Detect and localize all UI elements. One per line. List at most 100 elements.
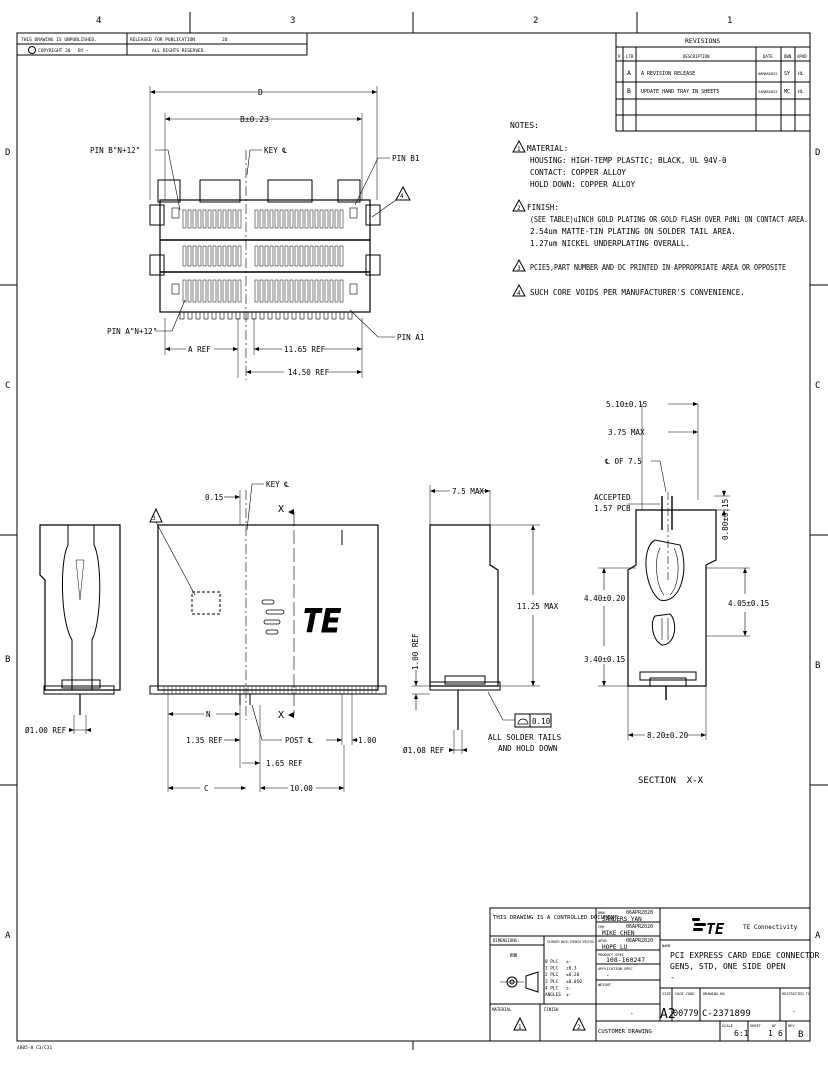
contact-pad	[222, 279, 227, 303]
contact-pad	[329, 209, 334, 229]
restricted-label: RESTRICTED TO	[782, 992, 810, 996]
tol-row-value: ±0.3	[566, 966, 577, 972]
tail	[211, 311, 217, 320]
rev-b-ltr: B	[627, 87, 631, 95]
pin-b1-label: PIN B1	[392, 154, 420, 163]
contact-pad	[274, 209, 279, 229]
zone-label-3: 3	[290, 16, 295, 26]
contact-pad	[294, 245, 299, 267]
contact-pad	[182, 209, 187, 229]
customer-drawing: CUSTOMER DRAWING	[598, 1029, 653, 1035]
of-value: 6	[778, 1029, 783, 1038]
restricted-value: -	[792, 1008, 796, 1015]
name-label: NAME	[662, 944, 671, 948]
contact-pad	[339, 279, 344, 303]
tail	[179, 685, 185, 695]
print-area-box	[191, 591, 221, 615]
note-1-line-2: CONTACT: COPPER ALLOY	[530, 168, 626, 177]
top-view-note-flag: 4	[400, 193, 404, 200]
rights-text: ALL RIGHTS RESERVED.	[152, 48, 206, 54]
contact-pad	[264, 279, 269, 303]
note-1: 1 MATERIAL: HOUSING: HIGH-TEMP PLASTIC; …	[512, 139, 727, 189]
contact-pad	[212, 245, 217, 267]
tail	[219, 311, 225, 320]
rev-a-ltr: A	[627, 69, 631, 77]
pin-bn-label: PIN B"N+12"	[90, 146, 140, 155]
contact-pad	[299, 279, 304, 303]
chk-date: 06APR2020	[626, 924, 653, 930]
contact-pad	[259, 245, 264, 267]
front-view-note-flag: 3	[152, 515, 156, 522]
zone-side-b-right: B	[815, 661, 820, 671]
dim-14-50: 14.50 REF	[288, 368, 330, 377]
tail	[275, 311, 281, 320]
accepted-label: ACCEPTED	[594, 493, 631, 502]
rev-col-dwn: DWN	[784, 54, 792, 59]
controlled-text: THIS DRAWING IS A CONTROLLED DOCUMENT.	[493, 915, 621, 921]
tol-row-value: ±-	[566, 993, 571, 998]
apvd-label: APVD	[598, 939, 607, 943]
note-flag-1-icon	[512, 139, 526, 153]
tol-row-label: 4 PLC	[545, 985, 559, 991]
tail	[307, 685, 313, 695]
contact-pad	[274, 245, 279, 267]
weight: -	[630, 1010, 634, 1017]
contact-pad	[339, 245, 344, 267]
tail	[195, 685, 201, 695]
finish-flag-icon	[572, 1016, 586, 1031]
footer-code: 4805-8 C3/C31	[17, 1045, 53, 1051]
contact-pad	[202, 209, 207, 229]
tol-row-label: 3 PLC	[545, 979, 559, 985]
title-block	[489, 907, 811, 1042]
tail	[195, 311, 201, 320]
contact-pad	[202, 279, 207, 303]
contact-pad	[264, 209, 269, 229]
contact-pad	[319, 279, 324, 303]
tail	[267, 311, 273, 320]
contact-pad	[192, 209, 197, 229]
side-view	[412, 485, 552, 754]
contact-pad	[324, 245, 329, 267]
tail	[355, 685, 361, 695]
contact-pad	[232, 245, 237, 267]
notes-title: NOTES:	[510, 121, 539, 130]
dim-n: N	[206, 710, 211, 719]
contact-pad	[309, 209, 314, 229]
size-value: A2	[660, 1007, 676, 1022]
released-text: RELEASED FOR PUBLICATION	[130, 37, 195, 43]
finish-flag: 2	[577, 1024, 581, 1031]
dim-4-05: 4.05±0.15	[728, 599, 769, 608]
dim-1-65: 1.65 REF	[266, 759, 303, 768]
contact-pad	[324, 279, 329, 303]
tail	[187, 685, 193, 695]
dim-1-00-ref: 1.00 REF	[411, 633, 420, 670]
contact-pad	[294, 279, 299, 303]
zone-side-d-left: D	[5, 148, 10, 158]
product-spec-label: PRODUCT SPEC	[598, 953, 624, 957]
tail	[291, 311, 297, 320]
contact-pad	[269, 209, 274, 229]
tail	[163, 685, 169, 695]
contact-pad	[299, 245, 304, 267]
note-4-line-0: SUCH CORE VOIDS PER MANUFACTURER'S CONVE…	[530, 288, 745, 297]
zone-label-2: 2	[533, 16, 538, 26]
drw-name: SANDERS YAN	[602, 916, 642, 923]
tail	[203, 685, 209, 695]
contact-pad	[269, 279, 274, 303]
contact-pad	[314, 245, 319, 267]
dim-d: D	[258, 88, 263, 97]
contact-pad	[254, 209, 259, 229]
contact-pad	[329, 279, 334, 303]
unit-text: mm	[510, 952, 518, 959]
app-spec-label: APPLICATION SPEC	[598, 967, 633, 971]
tail	[171, 685, 177, 695]
contact-pad	[279, 209, 284, 229]
section-view	[598, 402, 750, 740]
left-view-dia: Ø1.00 REF	[25, 726, 67, 735]
rev-col-apvd: APVD	[797, 54, 807, 59]
rev-b-desc: UPDATE HAND TRAY IN SHEET5	[641, 89, 719, 95]
tol-row-label: ANGLES	[545, 992, 561, 998]
tail	[259, 685, 265, 695]
tail	[331, 685, 337, 695]
